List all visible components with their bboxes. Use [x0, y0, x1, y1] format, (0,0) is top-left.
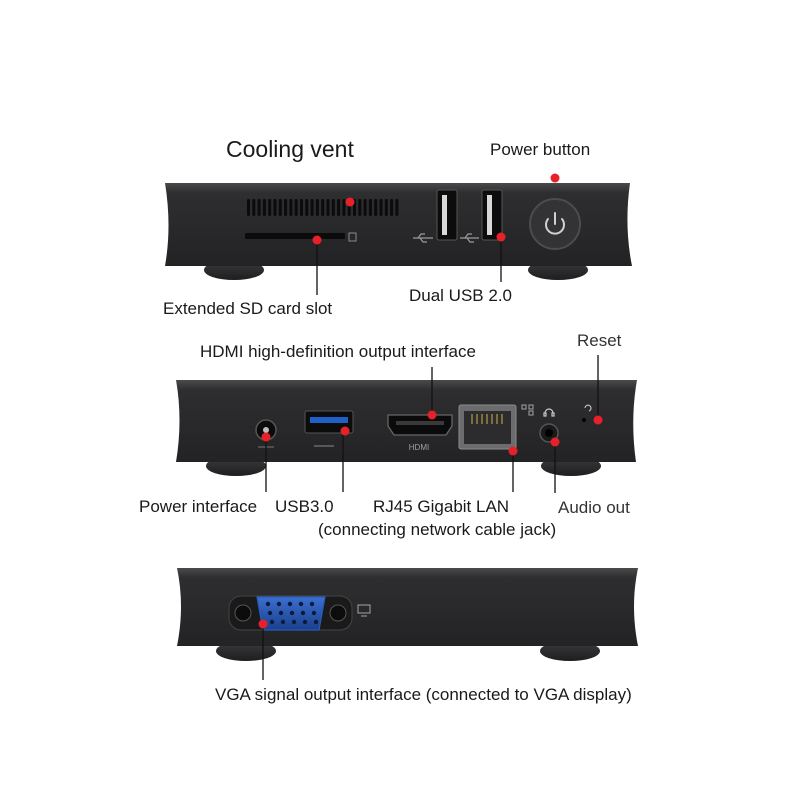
vent-slot	[342, 199, 346, 216]
hdmi-label: HDMI high-definition output interface	[200, 342, 476, 361]
vent-slot	[315, 199, 319, 216]
vent-slot	[273, 199, 277, 216]
vga-pin	[265, 601, 271, 607]
vga-pin	[278, 610, 284, 616]
vent-slot	[321, 199, 325, 216]
vent-slot	[257, 199, 261, 216]
vga-pin	[298, 601, 304, 607]
rj45-label: RJ45 Gigabit LAN	[373, 497, 510, 516]
reset-pinhole	[582, 418, 586, 422]
vent-slot	[374, 199, 378, 216]
monitor-icon	[357, 604, 371, 617]
back-panel-view: HDMI	[176, 355, 637, 493]
vent-slot	[379, 199, 383, 216]
headphone-icon	[543, 408, 555, 417]
power-icon	[545, 212, 565, 235]
cooling-vent	[247, 199, 399, 216]
vent-slot	[294, 199, 298, 216]
vent-slot	[268, 199, 272, 216]
vent-slot	[300, 199, 303, 216]
vent-slot	[395, 199, 399, 216]
vga-pin	[300, 610, 306, 616]
vga-pin	[291, 619, 297, 625]
vent-slot	[310, 199, 314, 216]
vga-pin	[267, 610, 273, 616]
dual-usb-label: Dual USB 2.0	[409, 286, 512, 305]
vent-slot	[384, 199, 388, 216]
sd-slot-label: Extended SD card slot	[163, 299, 333, 318]
usb-icon	[413, 233, 433, 243]
vent-slot	[326, 199, 330, 216]
vga-pin	[269, 619, 275, 625]
vent-slot	[390, 199, 394, 216]
hdmi-port-label: HDMI	[409, 443, 429, 452]
leader-lines	[265, 355, 599, 493]
rj45-sublabel: (connecting network cable jack)	[318, 520, 557, 539]
vga-pin	[280, 619, 286, 625]
callout-markers	[312, 173, 560, 245]
vent-slot	[337, 199, 341, 216]
sd-card-icon	[348, 232, 357, 242]
vga-pin	[302, 619, 308, 625]
vga-pin	[309, 601, 315, 607]
reset-icon	[584, 404, 592, 412]
sd-card-slot	[245, 233, 345, 239]
vent-slot	[262, 199, 266, 216]
vga-pin	[313, 619, 319, 625]
vga-pin	[289, 610, 295, 616]
network-icon	[521, 404, 534, 416]
side-panel-view	[177, 568, 638, 680]
front-panel-view	[165, 173, 632, 295]
vent-slot	[252, 199, 256, 216]
cooling-vent-label: Cooling vent	[226, 136, 354, 162]
vent-slot	[305, 199, 309, 216]
vga-pin	[276, 601, 282, 607]
reset-label: Reset	[577, 331, 622, 350]
vent-slot	[247, 199, 250, 216]
vent-slot	[284, 199, 288, 216]
power-button-label: Power button	[490, 140, 591, 159]
callout-markers	[261, 410, 603, 456]
usb3-label: USB3.0	[275, 497, 334, 516]
vga-pin	[287, 601, 293, 607]
leader-lines	[316, 237, 502, 295]
usb-icon	[460, 233, 479, 243]
vga-label: VGA signal output interface (connected t…	[215, 685, 632, 704]
vent-slot	[278, 199, 282, 216]
vent-slot	[363, 199, 367, 216]
audio-out-label: Audio out	[558, 498, 630, 517]
vent-slot	[289, 199, 293, 216]
power-interface-label: Power interface	[139, 497, 258, 516]
vent-slot	[358, 199, 362, 216]
vga-pin	[311, 610, 317, 616]
vent-slot	[331, 199, 335, 216]
vent-slot	[368, 199, 372, 216]
